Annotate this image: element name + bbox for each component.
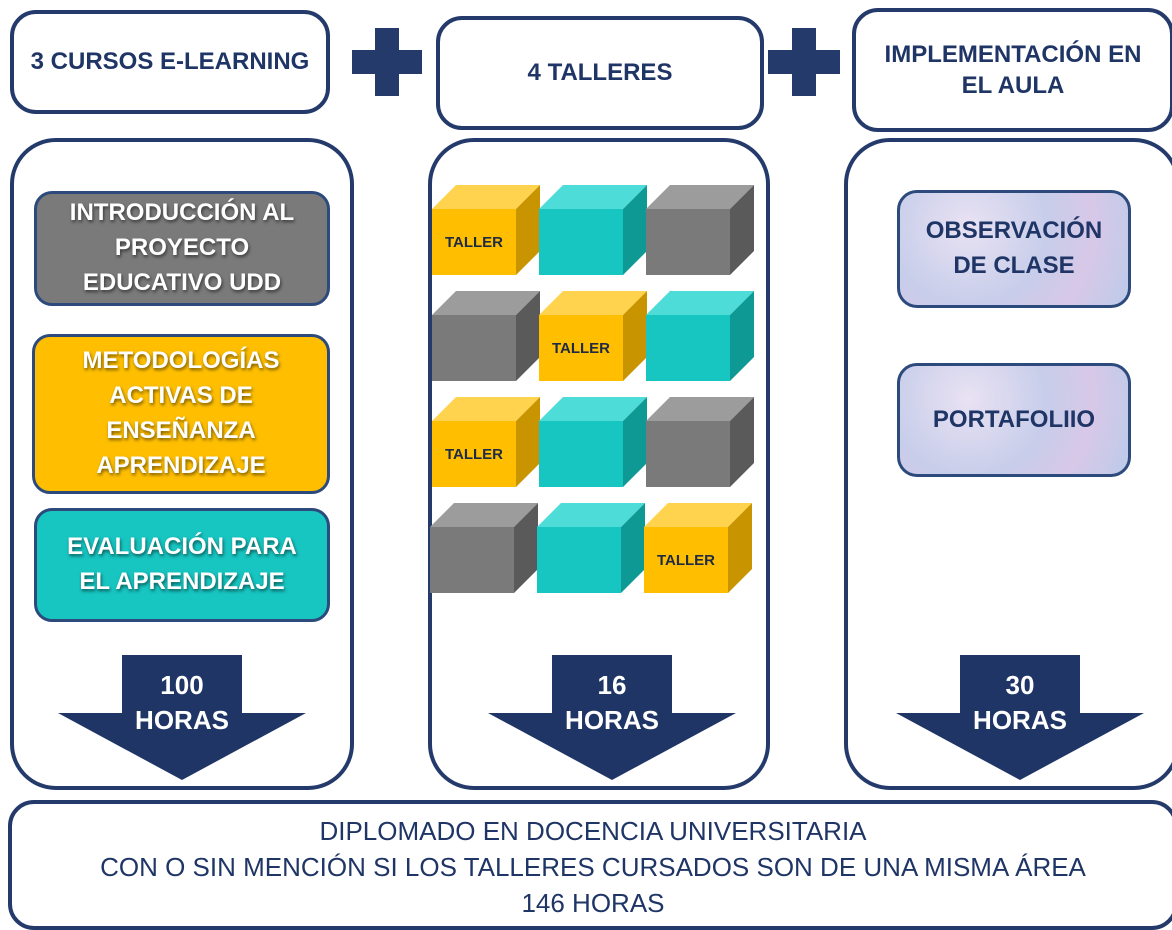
- cube-side: [730, 291, 754, 381]
- cube-top: [539, 291, 647, 315]
- cube-front: [432, 209, 516, 275]
- header-implementacion-label: IMPLEMENTACIÓN EN EL AULA: [884, 40, 1142, 99]
- course-introduccion-label: INTRODUCCIÓN AL PROYECTO EDUCATIVO UDD: [69, 199, 295, 296]
- cube-front: [646, 315, 730, 381]
- cube-top: [646, 185, 754, 209]
- taller-label: TALLER: [552, 340, 610, 357]
- hours-col3-unit: HORAS: [973, 705, 1067, 736]
- cube-top: [644, 503, 752, 527]
- hours-col2-unit: HORAS: [565, 705, 659, 736]
- taller-label: TALLER: [657, 552, 715, 569]
- taller-cube: TALLER: [432, 185, 540, 275]
- course-evaluacion-label: EVALUACIÓN PARA EL APRENDIZAJE: [67, 533, 297, 595]
- cube-top: [432, 397, 540, 421]
- course-metodologias-label: METODOLOGÍAS ACTIVAS DE ENSEÑANZA APREND…: [82, 347, 280, 479]
- header-elearning-label: 3 CURSOS E-LEARNING: [30, 48, 310, 76]
- cube-side: [730, 397, 754, 487]
- gray-cube: [432, 291, 540, 381]
- arrow-down-icon: [488, 655, 736, 780]
- cube-top: [539, 397, 647, 421]
- header-talleres: 4 TALLERES: [436, 16, 764, 130]
- cube-front: [539, 421, 623, 487]
- taller-cube-grid: TALLER TALLER TALLER TALLER: [430, 185, 754, 593]
- observacion-label: OBSERVACIÓN DE CLASE: [925, 217, 1103, 279]
- gray-cube: [430, 503, 538, 593]
- taller-cube: TALLER: [644, 503, 752, 593]
- teal-cube: [539, 185, 647, 275]
- footer-hours: 146 HORAS: [521, 887, 665, 918]
- cube-front: [539, 315, 623, 381]
- cube-side: [623, 397, 647, 487]
- cube-top: [537, 503, 645, 527]
- plus-icon: [375, 28, 399, 96]
- cube-side: [516, 185, 540, 275]
- cube-side: [516, 291, 540, 381]
- cube-top: [646, 397, 754, 421]
- teal-cube: [537, 503, 645, 593]
- observacion-box: OBSERVACIÓN DE CLASE: [897, 190, 1131, 308]
- cube-side: [514, 503, 538, 593]
- hours-col2: 16 HORAS: [552, 668, 672, 738]
- portafolio-label: PORTAFOLIIO: [932, 405, 1096, 433]
- taller-cube: TALLER: [432, 397, 540, 487]
- taller-cube: TALLER: [539, 291, 647, 381]
- cube-front: [644, 527, 728, 593]
- hours-col2-value: 16: [597, 670, 627, 700]
- cube-side: [621, 503, 645, 593]
- cube-front: [646, 209, 730, 275]
- taller-label: TALLER: [445, 446, 503, 463]
- cube-front: [430, 527, 514, 593]
- cube-front: [432, 315, 516, 381]
- footer-subtitle: CON O SIN MENCIÓN SI LOS TALLERES CURSAD…: [100, 851, 1086, 882]
- header-talleres-label: 4 TALLERES: [527, 59, 673, 87]
- hours-col3-value: 30: [1005, 670, 1035, 700]
- course-evaluacion: EVALUACIÓN PARA EL APRENDIZAJE: [34, 508, 330, 622]
- cube-side: [623, 291, 647, 381]
- cube-side: [623, 185, 647, 275]
- taller-label: TALLER: [445, 234, 503, 251]
- footer-title: DIPLOMADO EN DOCENCIA UNIVERSITARIA: [319, 816, 867, 846]
- cube-side: [728, 503, 752, 593]
- cube-front: [537, 527, 621, 593]
- hours-col1-value: 100: [160, 670, 204, 700]
- course-introduccion: INTRODUCCIÓN AL PROYECTO EDUCATIVO UDD: [34, 191, 330, 306]
- cube-top: [432, 185, 540, 209]
- header-elearning: 3 CURSOS E-LEARNING: [10, 10, 330, 114]
- cube-front: [539, 209, 623, 275]
- cube-top: [430, 503, 538, 527]
- gray-cube: [646, 397, 754, 487]
- hours-col1-unit: HORAS: [135, 705, 229, 736]
- course-metodologias: METODOLOGÍAS ACTIVAS DE ENSEÑANZA APREND…: [32, 334, 330, 494]
- cube-top: [646, 291, 754, 315]
- cube-front: [646, 421, 730, 487]
- gray-cube: [646, 185, 754, 275]
- hours-col3: 30 HORAS: [960, 668, 1080, 738]
- cube-top: [432, 291, 540, 315]
- arrow-down-icon: [58, 655, 306, 780]
- portafolio-box: PORTAFOLIIO: [897, 363, 1131, 477]
- teal-cube: [646, 291, 754, 381]
- cube-front: [432, 421, 516, 487]
- footer-diploma: DIPLOMADO EN DOCENCIA UNIVERSITARIA CON …: [8, 800, 1172, 930]
- teal-cube: [539, 397, 647, 487]
- hours-col1: 100 HORAS: [122, 668, 242, 738]
- cube-top: [539, 185, 647, 209]
- cube-side: [516, 397, 540, 487]
- plus-icon: [792, 28, 816, 96]
- arrow-down-icon: [896, 655, 1144, 780]
- header-implementacion: IMPLEMENTACIÓN EN EL AULA: [852, 8, 1172, 132]
- cube-side: [730, 185, 754, 275]
